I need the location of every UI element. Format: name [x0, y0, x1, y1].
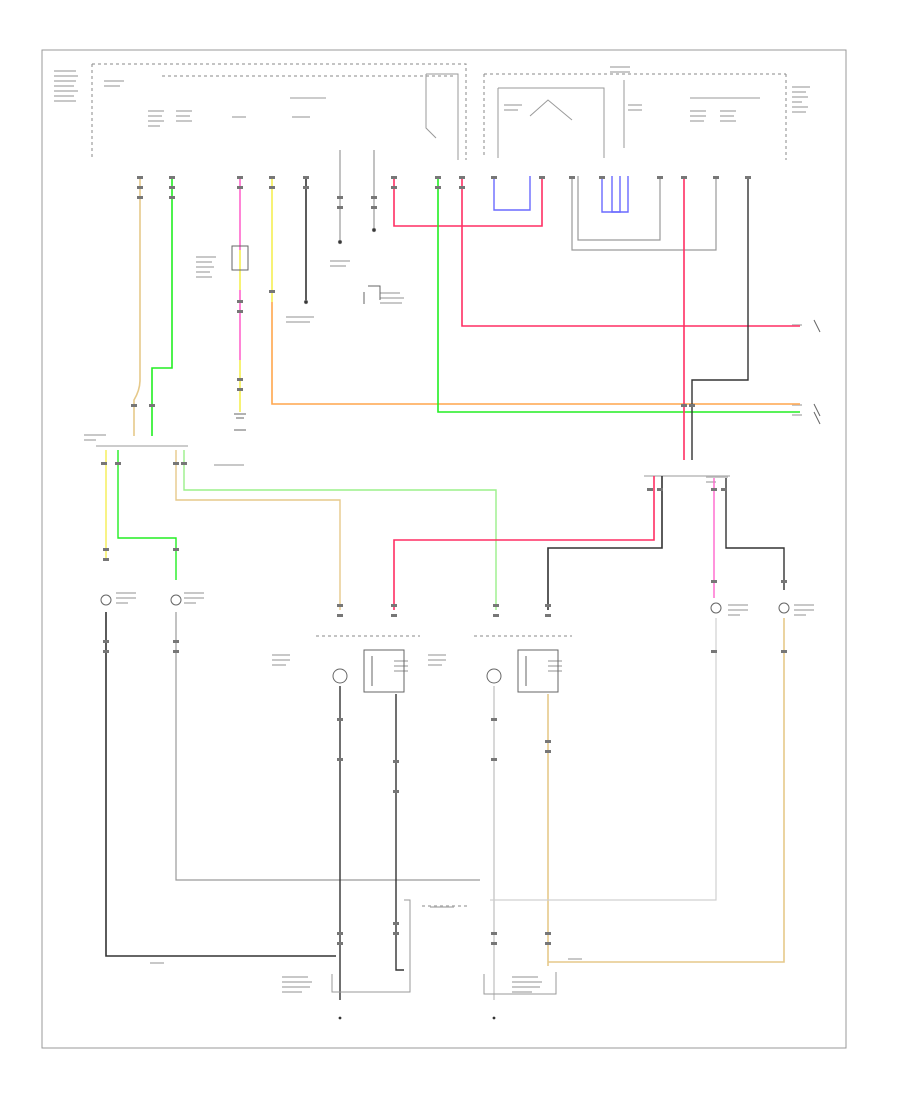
fuse-component: [231, 245, 249, 271]
lamp-symbols: [100, 594, 790, 614]
leveling-units: [316, 635, 572, 693]
wire-white-right-lamp: [490, 618, 717, 901]
component-label-blocks: [54, 66, 814, 993]
diagram-border: [41, 49, 847, 1049]
wire-green-long: [437, 176, 800, 413]
wire-gray-right-2: [577, 176, 661, 241]
wire-tan-to-left-sensor: [175, 450, 341, 610]
wire-black-right-lamp: [725, 478, 785, 590]
wire-red-relay: [393, 176, 543, 227]
wire-lightgreen-to-right-sensor: [183, 450, 497, 610]
wire-orange-long: [271, 302, 800, 405]
wire-red-to-left-actuator: [393, 476, 655, 610]
wire-green-left-lamp: [117, 450, 177, 580]
ground-symbols-upper: [234, 227, 821, 431]
bottom-control-units: [331, 899, 557, 1020]
connector-marks-lower: [101, 462, 787, 945]
top-power-box: [91, 63, 787, 160]
wire-black-to-right-actuator: [547, 476, 663, 610]
wire-blue-1: [493, 176, 531, 211]
wire-blue-2: [601, 176, 621, 213]
wire-blue-3: [611, 176, 629, 213]
wire-tan-right-lamp: [548, 618, 785, 963]
wire-gray-right: [571, 176, 717, 251]
wire-tan-upper: [133, 176, 141, 436]
wire-red-long: [461, 176, 800, 327]
wire-green-upper: [151, 176, 173, 436]
wire-black-right: [691, 176, 749, 460]
connector-marks-upper: [131, 176, 751, 407]
wire-gray-bottom: [175, 612, 480, 881]
wire-black-bottom-left: [105, 612, 336, 957]
wire-black-left-actuator-down: [395, 694, 404, 971]
